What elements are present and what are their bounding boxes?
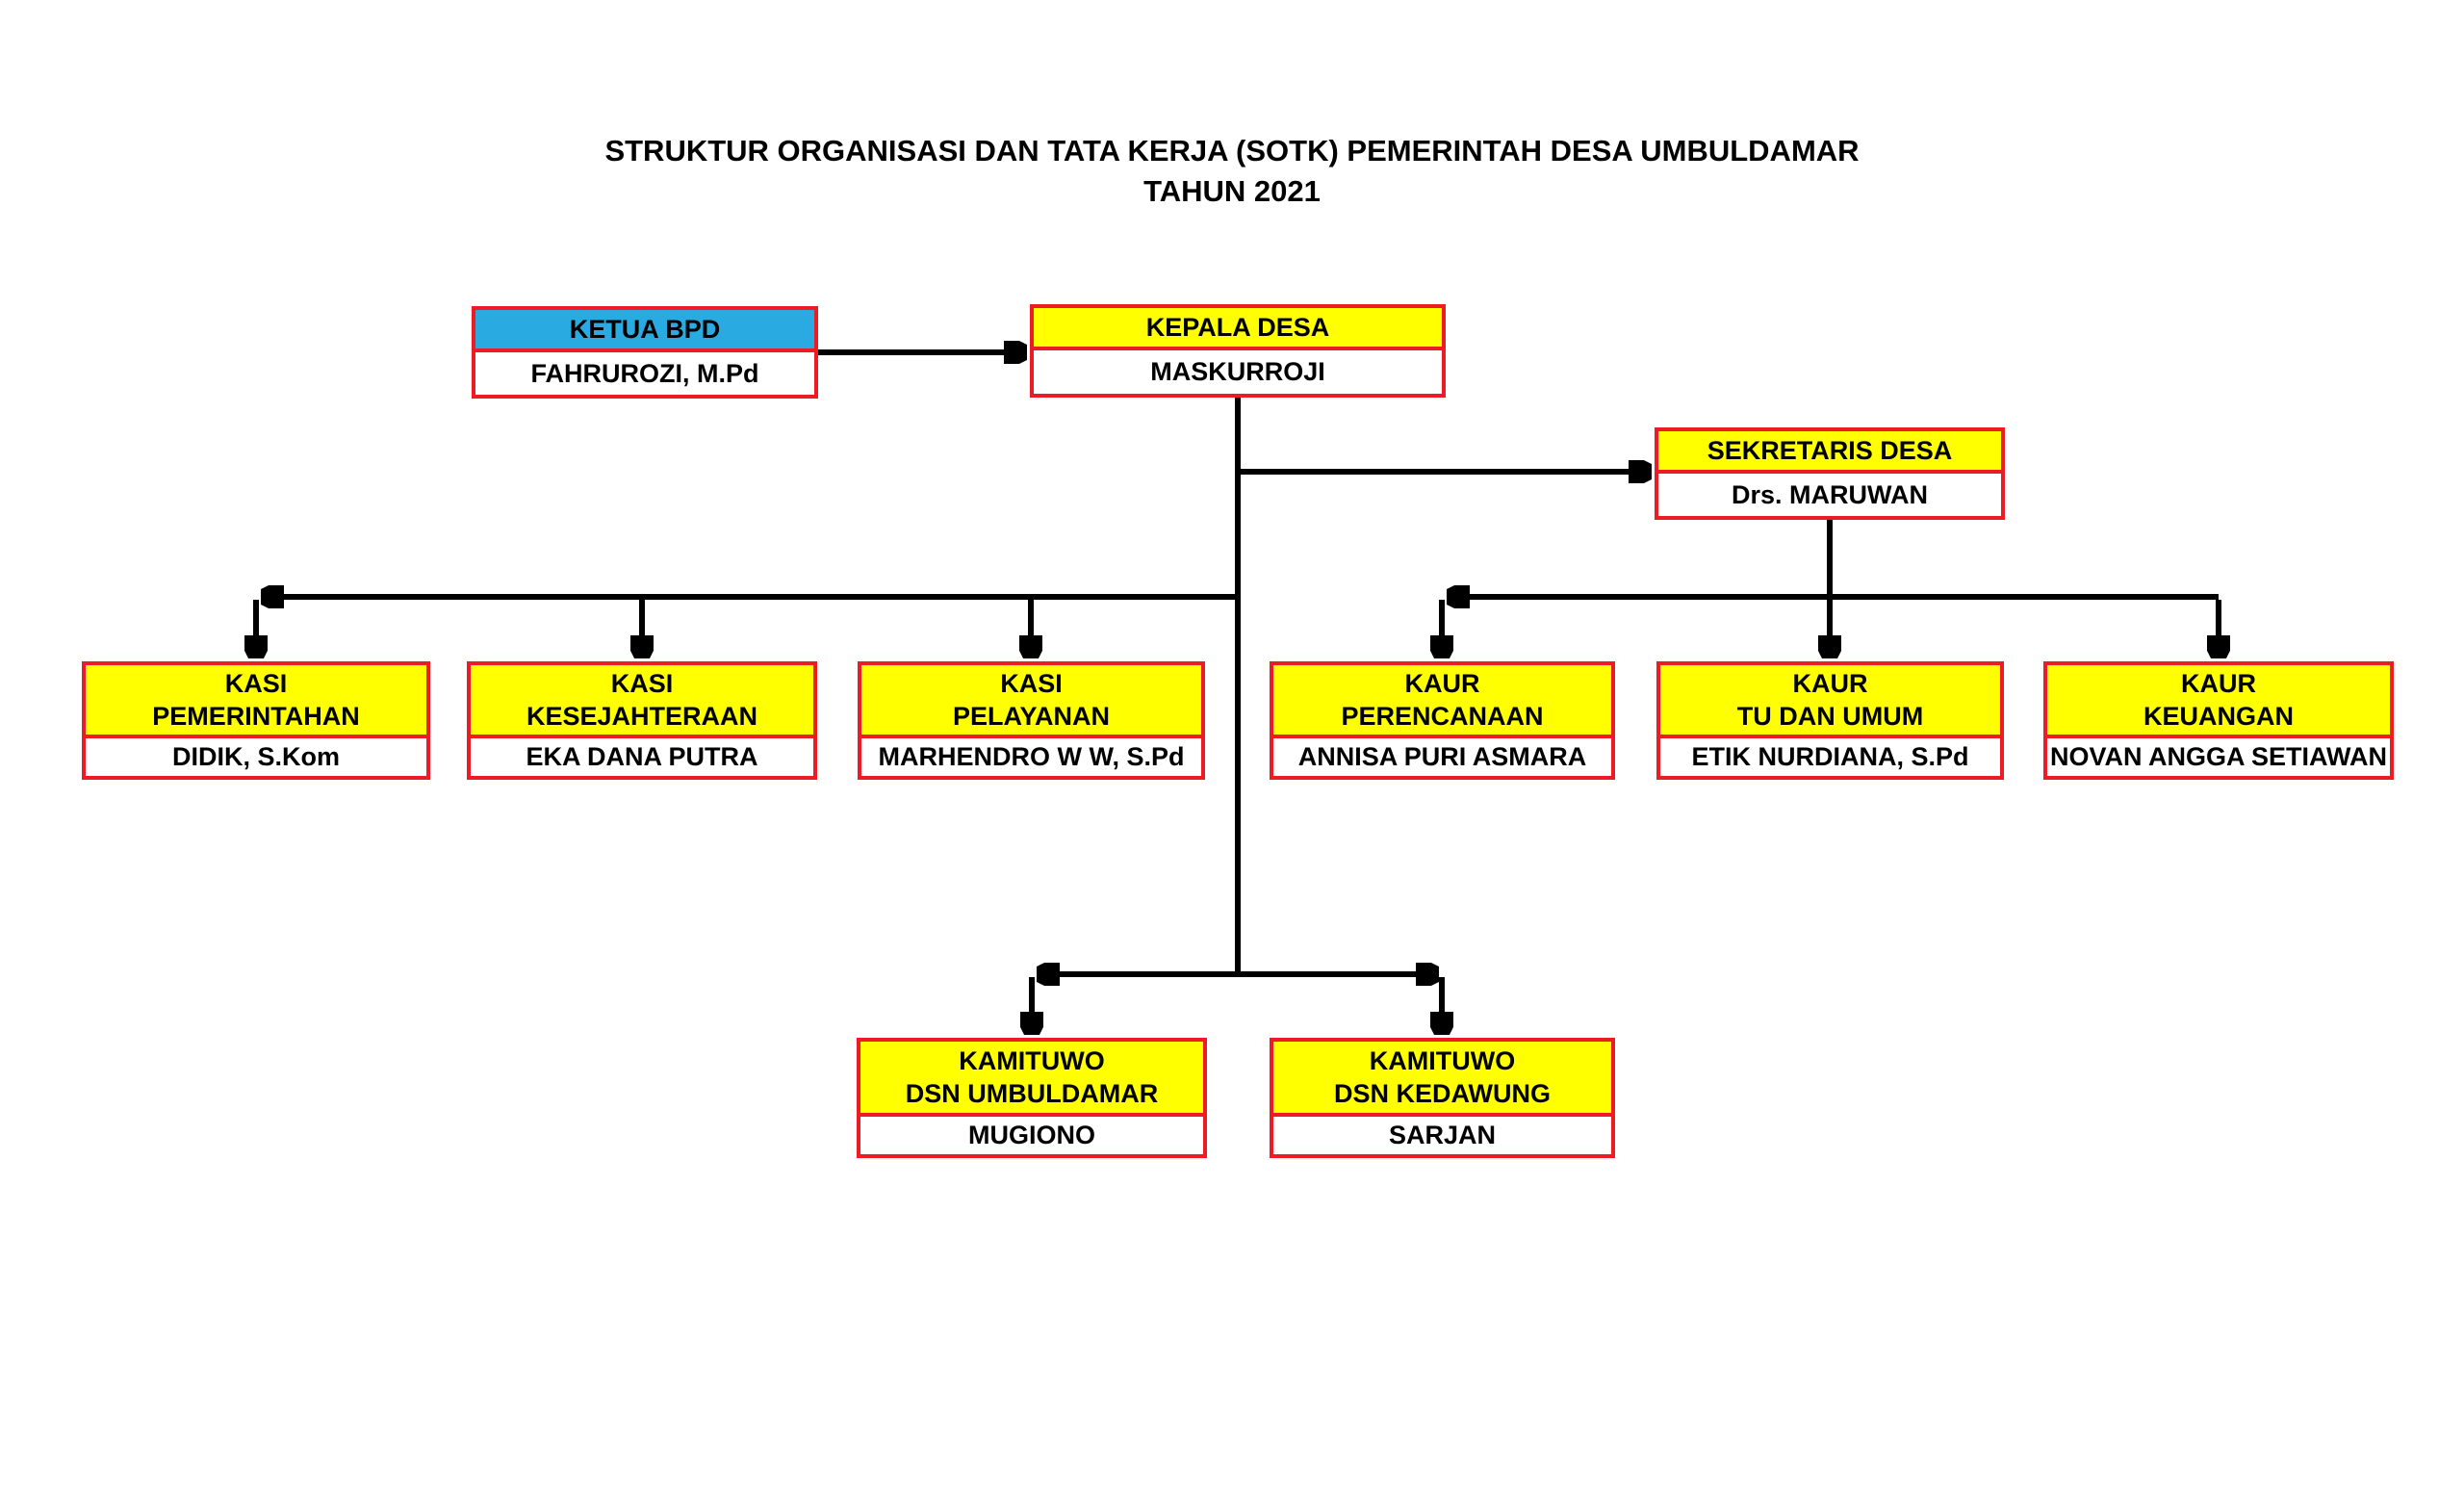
node-kepala-desa: KEPALA DESA MASKURROJI — [1030, 304, 1446, 398]
node-kasi-pelayanan-title: KASI PELAYANAN — [861, 665, 1201, 738]
node-kaur-keuangan-name: NOVAN ANGGA SETIAWAN — [2047, 738, 2390, 776]
node-sekretaris-desa: SEKRETARIS DESA Drs. MARUWAN — [1655, 427, 2005, 520]
node-kamituwo-kedawung: KAMITUWO DSN KEDAWUNG SARJAN — [1270, 1038, 1615, 1158]
node-kamituwo-umbuldamar-name: MUGIONO — [860, 1117, 1203, 1154]
node-kamituwo-kedawung-name: SARJAN — [1273, 1117, 1611, 1154]
node-kaur-perencanaan-title: KAUR PERENCANAAN — [1273, 665, 1611, 738]
node-ketua-bpd-title: KETUA BPD — [475, 310, 814, 352]
node-sekretaris-desa-name: Drs. MARUWAN — [1658, 474, 2001, 516]
node-kasi-pemerintahan-title: KASI PEMERINTAHAN — [86, 665, 426, 738]
node-title-line1: KAUR — [1404, 669, 1480, 698]
node-title-line2: KEUANGAN — [2143, 702, 2294, 731]
node-name-text: MUGIONO — [968, 1121, 1095, 1149]
node-kasi-pelayanan: KASI PELAYANAN MARHENDRO W W, S.Pd — [858, 661, 1205, 780]
node-kasi-kesejahteraan-title: KASI KESEJAHTERAAN — [471, 665, 813, 738]
node-name-text: ETIK NURDIANA, S.Pd — [1691, 742, 1969, 771]
node-kaur-keuangan: KAUR KEUANGAN NOVAN ANGGA SETIAWAN — [2043, 661, 2394, 780]
node-title-line2: DSN UMBULDAMAR — [905, 1079, 1159, 1108]
page-title: STRUKTUR ORGANISASI DAN TATA KERJA (SOTK… — [0, 131, 2464, 212]
node-name-text: Drs. MARUWAN — [1731, 479, 1928, 509]
node-kasi-pemerintahan-name: DIDIK, S.Kom — [86, 738, 426, 776]
node-title-line1: KASI — [610, 669, 674, 698]
node-name-text: NOVAN ANGGA SETIAWAN — [2049, 742, 2387, 771]
node-kepala-desa-title: KEPALA DESA — [1034, 308, 1442, 350]
node-kamituwo-umbuldamar-title: KAMITUWO DSN UMBULDAMAR — [860, 1042, 1203, 1117]
node-kaur-tu-dan-umum: KAUR TU DAN UMUM ETIK NURDIANA, S.Pd — [1656, 661, 2004, 780]
node-title-line1: KAMITUWO — [959, 1046, 1105, 1075]
node-title-line2: PELAYANAN — [952, 702, 1111, 731]
node-kamituwo-umbuldamar: KAMITUWO DSN UMBULDAMAR MUGIONO — [857, 1038, 1207, 1158]
node-name-text: MARHENDRO W W, S.Pd — [878, 742, 1185, 771]
node-title-line1: KASI — [224, 669, 288, 698]
page-title-line1: STRUKTUR ORGANISASI DAN TATA KERJA (SOTK… — [604, 134, 1860, 168]
node-name-text: ANNISA PURI ASMARA — [1297, 742, 1587, 771]
page-title-line2: TAHUN 2021 — [1143, 173, 1321, 208]
node-kasi-kesejahteraan-name: EKA DANA PUTRA — [471, 738, 813, 776]
node-title-line1: KASI — [1000, 669, 1063, 698]
node-ketua-bpd-name: FAHRUROZI, M.Pd — [475, 352, 814, 395]
node-kasi-kesejahteraan: KASI KESEJAHTERAAN EKA DANA PUTRA — [467, 661, 817, 780]
node-title-line2: TU DAN UMUM — [1736, 702, 1924, 731]
node-title-line2: PEMERINTAHAN — [152, 702, 360, 731]
node-name-text: FAHRUROZI, M.Pd — [530, 358, 759, 388]
node-name-text: MASKURROJI — [1150, 357, 1325, 386]
node-title-line2: PERENCANAAN — [1341, 702, 1544, 731]
node-kaur-perencanaan: KAUR PERENCANAAN ANNISA PURI ASMARA — [1270, 661, 1615, 780]
node-title-text: KETUA BPD — [569, 315, 721, 344]
node-name-text: DIDIK, S.Kom — [171, 742, 340, 771]
node-kamituwo-kedawung-title: KAMITUWO DSN KEDAWUNG — [1273, 1042, 1611, 1117]
node-kaur-tu-dan-umum-name: ETIK NURDIANA, S.Pd — [1660, 738, 2000, 776]
node-kaur-tu-dan-umum-title: KAUR TU DAN UMUM — [1660, 665, 2000, 738]
node-kaur-perencanaan-name: ANNISA PURI ASMARA — [1273, 738, 1611, 776]
node-ketua-bpd: KETUA BPD FAHRUROZI, M.Pd — [472, 306, 818, 399]
node-name-text: SARJAN — [1388, 1121, 1497, 1149]
node-title-text: SEKRETARIS DESA — [1707, 436, 1953, 465]
node-kasi-pemerintahan: KASI PEMERINTAHAN DIDIK, S.Kom — [82, 661, 430, 780]
node-title-line2: KESEJAHTERAAN — [526, 702, 758, 731]
node-sekretaris-desa-title: SEKRETARIS DESA — [1658, 431, 2001, 474]
node-title-line2: DSN KEDAWUNG — [1333, 1079, 1551, 1108]
node-kaur-keuangan-title: KAUR KEUANGAN — [2047, 665, 2390, 738]
node-title-line1: KAUR — [2181, 669, 2256, 698]
node-title-text: KEPALA DESA — [1145, 313, 1330, 342]
node-kasi-pelayanan-name: MARHENDRO W W, S.Pd — [861, 738, 1201, 776]
node-title-line1: KAMITUWO — [1369, 1046, 1516, 1075]
node-name-text: EKA DANA PUTRA — [526, 742, 758, 771]
node-title-line1: KAUR — [1792, 669, 1868, 698]
node-kepala-desa-name: MASKURROJI — [1034, 350, 1442, 394]
